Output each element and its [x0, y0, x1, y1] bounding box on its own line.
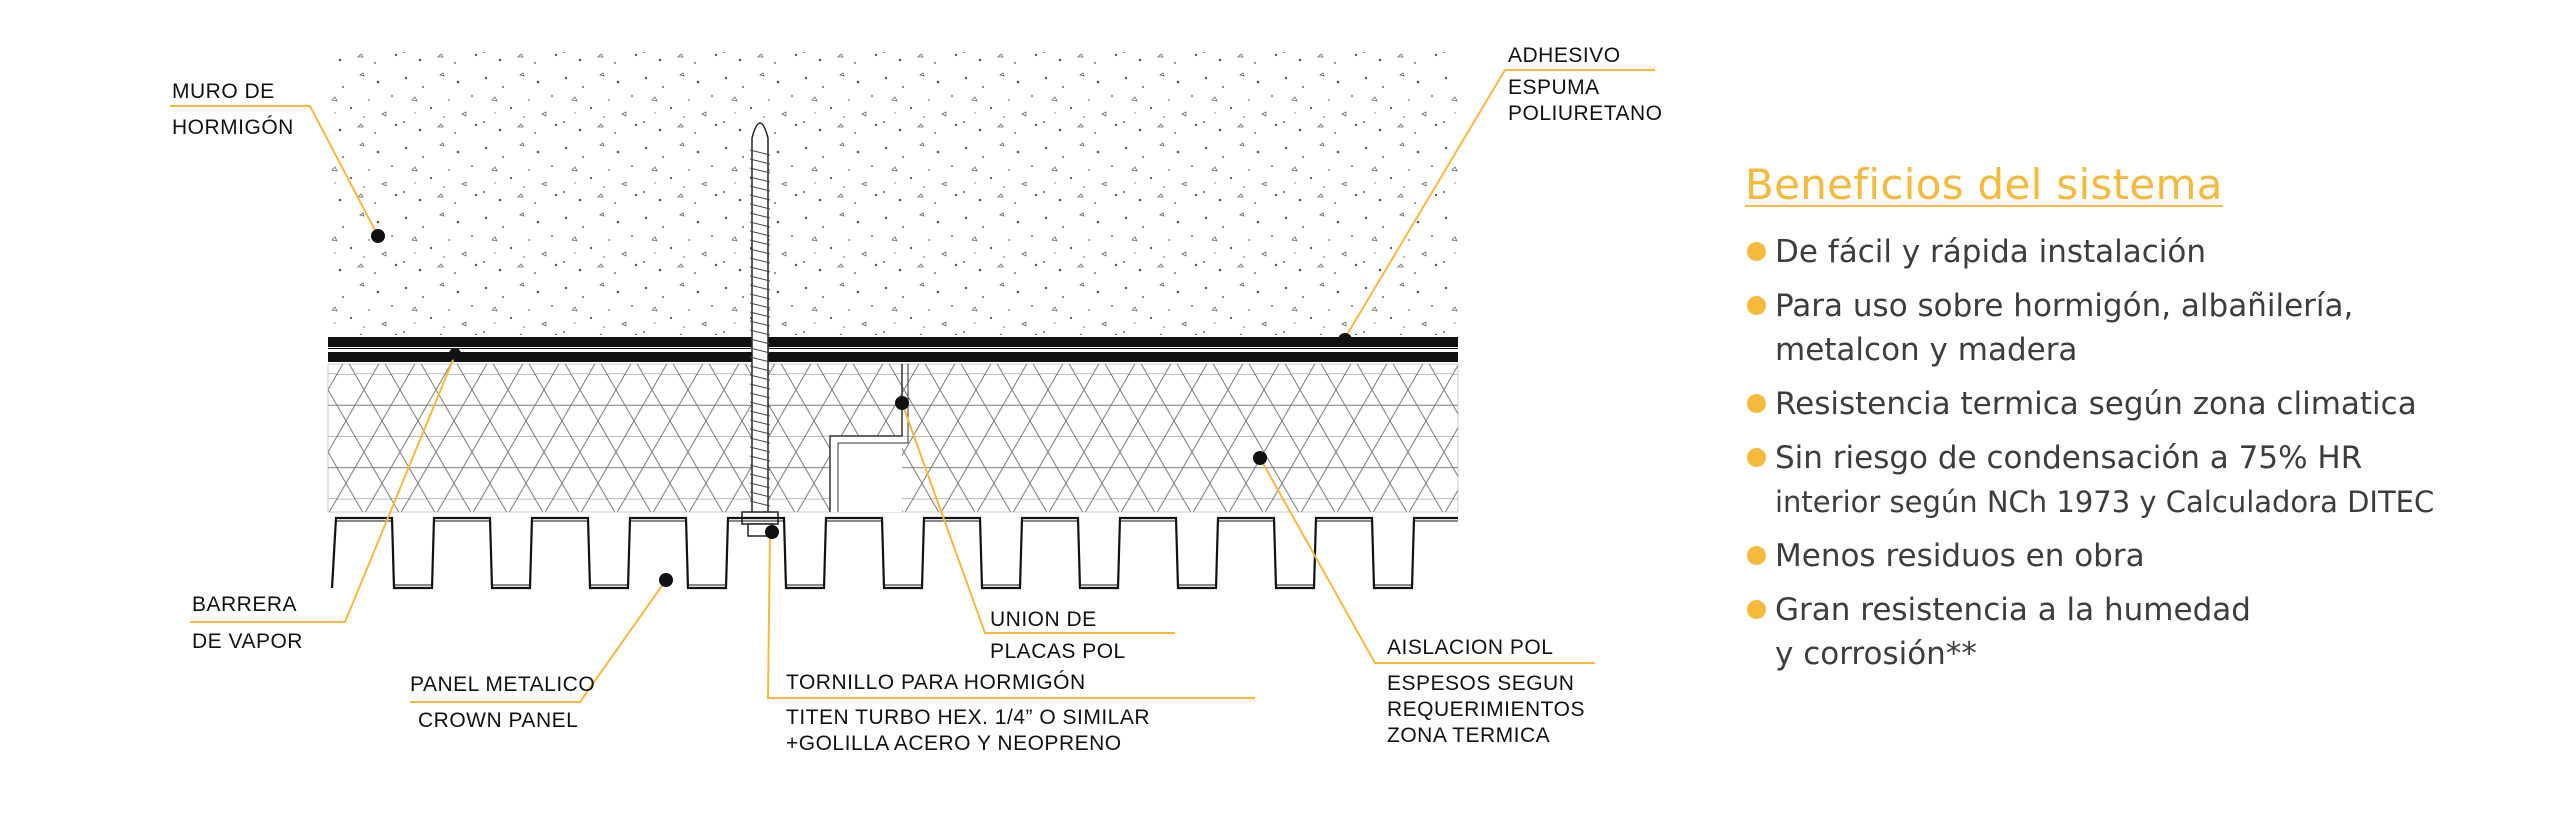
marker-muro — [371, 229, 385, 243]
label-espesos: ESPESOS SEGUN — [1387, 672, 1574, 695]
label-aislacion-pol: AISLACION POL — [1387, 636, 1553, 659]
label-de-vapor: DE VAPOR — [192, 630, 303, 653]
label-golilla: +GOLILLA ACERO Y NEOPRENO — [786, 732, 1122, 755]
benefit-item: Para uso sobre hormigón, albañilería, me… — [1745, 284, 2545, 372]
marker-barrera — [449, 348, 461, 360]
leader-adhesivo-espuma — [1344, 69, 1655, 339]
leader-union-placas — [901, 402, 1175, 634]
bullet-icon — [1747, 600, 1766, 620]
pol-plate-joint — [829, 364, 909, 512]
label-hormigon: HORMIGÓN — [172, 116, 294, 139]
crown-panel-profile-inner — [331, 520, 1458, 586]
benefit-text: Menos residuos en obra — [1775, 538, 2145, 575]
bullet-icon — [1747, 448, 1766, 468]
benefit-text: metalcon y madera — [1775, 332, 2078, 369]
benefit-text: interior según NCh 1973 y Calculadora DI… — [1775, 485, 2435, 520]
label-zona-termica: ZONA TERMICA — [1387, 724, 1550, 747]
label-tornillo: TORNILLO PARA HORMIGÓN — [786, 671, 1086, 694]
label-panel-metalico: PANEL METALICO — [410, 673, 595, 696]
benefit-item: Menos residuos en obra — [1745, 534, 2545, 578]
benefits-panel: Beneficios del sistema De fácil y rápida… — [1745, 160, 2545, 686]
bullet-icon — [1747, 546, 1766, 566]
bullet-icon — [1747, 296, 1766, 316]
benefit-text: Gran resistencia a la humedad — [1775, 592, 2251, 629]
label-crown-panel: CROWN PANEL — [418, 709, 578, 732]
adhesive-foam-layer — [328, 337, 1458, 347]
label-placas-pol: PLACAS POL — [990, 640, 1126, 663]
bullet-icon — [1747, 242, 1766, 262]
leader-tornillo — [766, 529, 1255, 699]
construction-detail-diagram: MURO DE HORMIGÓN ADHESIVO ESPUMA POLIURE… — [170, 44, 1662, 755]
benefit-text: y corrosión** — [1775, 636, 1977, 673]
label-union-de: UNION DE — [990, 608, 1097, 631]
label-espuma: ESPUMA — [1508, 76, 1600, 99]
leader-muro-de-hormigon — [170, 105, 379, 237]
benefit-text: Resistencia termica según zona climatica — [1775, 386, 2417, 423]
label-adhesivo: ADHESIVO — [1508, 44, 1621, 67]
label-barrera: BARRERA — [192, 593, 297, 616]
bullet-icon — [1747, 394, 1766, 414]
leader-panel-metalico — [410, 579, 667, 703]
marker-panel — [659, 573, 673, 587]
marker-union — [895, 396, 909, 410]
label-requerimientos: REQUERIMIENTOS — [1387, 698, 1585, 721]
label-poliuretano: POLIURETANO — [1508, 102, 1662, 125]
leader-barrera-de-vapor — [190, 354, 456, 623]
marker-adhesivo — [1338, 333, 1352, 347]
benefit-item: Gran resistencia a la humedad y corrosió… — [1745, 588, 2545, 676]
benefit-text: Sin riesgo de condensación a 75% HR — [1775, 440, 2363, 477]
benefit-item: De fácil y rápida instalación — [1745, 230, 2545, 274]
concrete-wall — [328, 52, 1458, 335]
vapor-barrier-layer — [328, 352, 1458, 362]
crown-panel-profile — [330, 516, 1458, 590]
benefit-item: Resistencia termica según zona climatica — [1745, 382, 2545, 426]
label-muro-de: MURO DE — [172, 80, 275, 103]
benefit-text: Para uso sobre hormigón, albañilería, — [1775, 288, 2354, 325]
marker-aislacion — [1253, 451, 1267, 465]
benefits-title: Beneficios del sistema — [1745, 160, 2223, 209]
benefit-item: Sin riesgo de condensación a 75% HR inte… — [1745, 436, 2545, 524]
label-titen: TITEN TURBO HEX. 1/4” O SIMILAR — [786, 706, 1150, 729]
marker-tornillo — [765, 525, 779, 539]
benefit-text: De fácil y rápida instalación — [1775, 234, 2207, 271]
benefit-list: De fácil y rápida instalación Para uso s… — [1745, 230, 2545, 676]
concrete-screw — [741, 120, 779, 537]
leader-aislacion-pol — [1259, 457, 1595, 664]
